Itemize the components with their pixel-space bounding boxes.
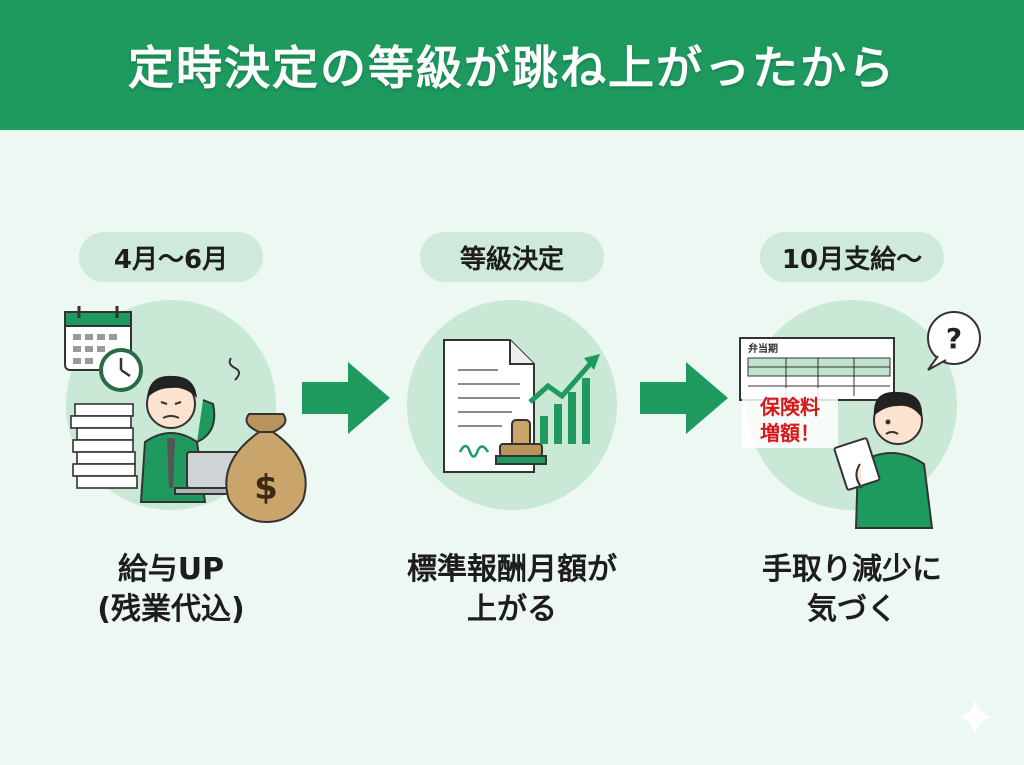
step-caption: 標準報酬月額が 上がる	[362, 550, 662, 630]
document-chart-illustration	[443, 339, 600, 473]
caption-line: 気づく	[807, 592, 897, 627]
step-caption: 給与UP (残業代込)	[21, 550, 321, 630]
title-banner: 定時決定の等級が跳ね上がったから	[0, 0, 1024, 130]
calendar-icon	[64, 306, 132, 371]
question-bubble-icon: ?	[927, 311, 981, 371]
worried-person-figure	[833, 391, 934, 529]
pay-slip-title: 弁当期	[748, 342, 778, 355]
pay-slip-illustration: 弁当期 保険料 増額！ ?	[739, 311, 981, 529]
caption-line: (残業代込)	[97, 592, 245, 627]
stamp-line: 増額！	[760, 421, 820, 445]
question-mark: ?	[946, 322, 962, 355]
caption-line: 標準報酬月額が	[407, 552, 617, 587]
paper-stack-icon	[70, 403, 138, 489]
step-label-october: 10月支給〜	[759, 232, 945, 282]
arrow-right-icon	[640, 362, 728, 434]
page-title: 定時決定の等級が跳ね上がったから	[128, 41, 896, 95]
stamp-icon	[495, 419, 547, 465]
money-bag-icon: $	[225, 413, 307, 524]
caption-line: 給与UP	[117, 552, 225, 587]
stressed-worker-illustration: $	[64, 306, 307, 524]
dollar-sign: $	[254, 468, 278, 508]
clock-icon	[99, 348, 143, 392]
step-label-grade: 等級決定	[420, 232, 604, 282]
stamp-line: 保険料	[759, 395, 820, 419]
caption-line: 手取り減少に	[762, 552, 942, 587]
sparkle-icon	[957, 699, 993, 735]
step-caption: 手取り減少に 気づく	[702, 550, 1002, 630]
step-label-period: 4月〜6月	[79, 232, 263, 282]
premium-increase-stamp: 保険料 増額！	[742, 388, 838, 448]
growth-chart-icon	[528, 354, 600, 444]
arrow-right-icon	[302, 362, 390, 434]
caption-line: 上がる	[467, 592, 557, 627]
